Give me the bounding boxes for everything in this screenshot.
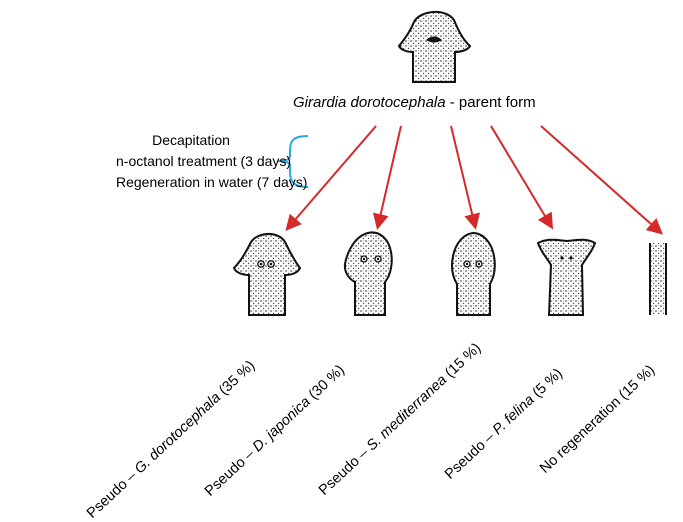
treatment-step: Decapitation (116, 130, 266, 151)
arrows (288, 126, 660, 232)
treatment-step: n-octanol treatment (3 days) (116, 151, 266, 172)
arrow-to-d-japonica (378, 126, 401, 226)
arrow-to-p-felina (491, 126, 551, 226)
worm-head-s-mediterranea-icon (452, 233, 495, 315)
worm-head-d-japonica-icon (345, 232, 392, 315)
arrow-to-no-regeneration (541, 126, 660, 232)
worm-head-g-dorotocephala-icon (234, 234, 300, 315)
parent-form-suffix: - parent form (446, 94, 536, 111)
arrow-to-s-mediterranea (451, 126, 475, 226)
parent-form-label: Girardia dorotocephala - parent form (293, 94, 536, 111)
parent-worm-head-icon (399, 12, 470, 82)
parent-species-name: Girardia dorotocephala (293, 94, 446, 111)
worm-fragment-no-regeneration-icon (650, 243, 666, 315)
worm-head-p-felina-icon (538, 240, 595, 315)
treatment-steps: Decapitation n-octanol treatment (3 days… (116, 130, 266, 193)
treatment-step: Regeneration in water (7 days) (116, 172, 266, 193)
